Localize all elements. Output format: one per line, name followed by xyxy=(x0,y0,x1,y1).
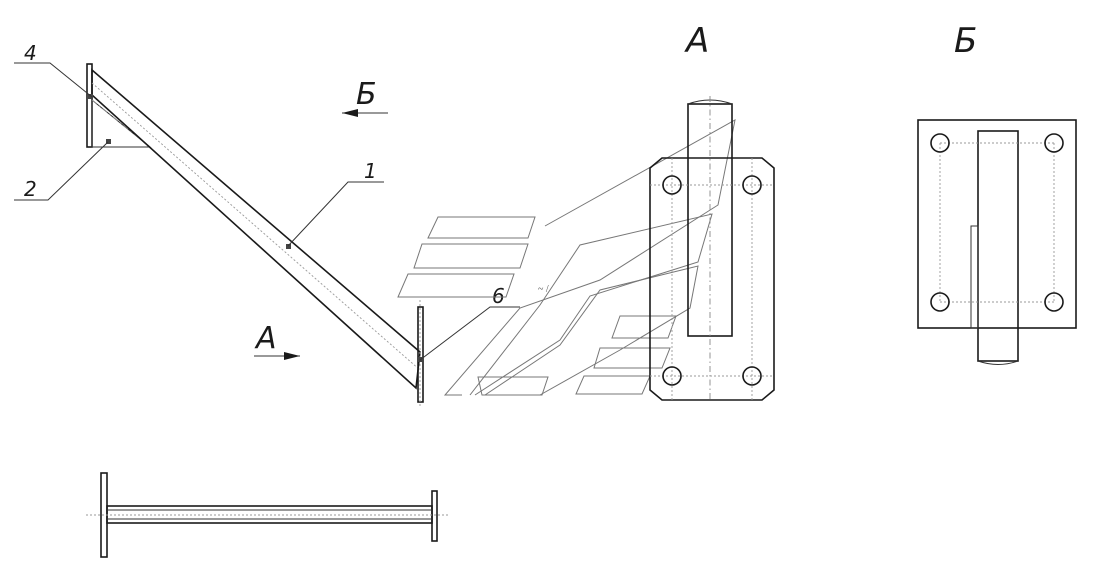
right-end-plate xyxy=(417,306,424,403)
view-a-marker-letter: А xyxy=(254,321,277,356)
view-b-marker-letter: Б xyxy=(356,77,377,112)
part-label-2: 2 xyxy=(24,177,37,201)
view-b xyxy=(917,119,1077,365)
background-sketch: ~ / xyxy=(397,119,736,396)
strut-centerline xyxy=(91,82,421,371)
part-label-6: 6 xyxy=(492,284,505,308)
main-view xyxy=(86,63,424,408)
view-b-title: Б xyxy=(954,21,977,61)
view-a-direction: А xyxy=(254,321,300,360)
diagonal-strut xyxy=(91,68,421,390)
view-b-hole-top-left xyxy=(930,133,950,153)
leader-lines xyxy=(14,62,520,361)
view-a-hole-bottom-right xyxy=(742,366,762,386)
part-label-1: 1 xyxy=(364,159,377,183)
view-a-title: А xyxy=(684,21,709,61)
view-b-hole-bottom-left xyxy=(930,292,950,312)
view-a-hole-top-left xyxy=(662,175,682,195)
view-a xyxy=(649,96,775,401)
view-b-profile xyxy=(977,130,1019,362)
view-b-plate xyxy=(917,119,1077,329)
view-b-direction: Б xyxy=(342,77,388,117)
svg-text:~ /: ~ / xyxy=(538,284,549,295)
bottom-plan-view xyxy=(86,472,448,558)
view-a-plate xyxy=(649,157,775,401)
view-a-hole-top-right xyxy=(742,175,762,195)
bottom-beam xyxy=(106,505,433,524)
view-b-hole-top-right xyxy=(1044,133,1064,153)
view-a-hole-bottom-left xyxy=(662,366,682,386)
gusset-hidden-line xyxy=(91,99,151,148)
part-label-4: 4 xyxy=(24,41,37,65)
view-b-hole-bottom-right xyxy=(1044,292,1064,312)
